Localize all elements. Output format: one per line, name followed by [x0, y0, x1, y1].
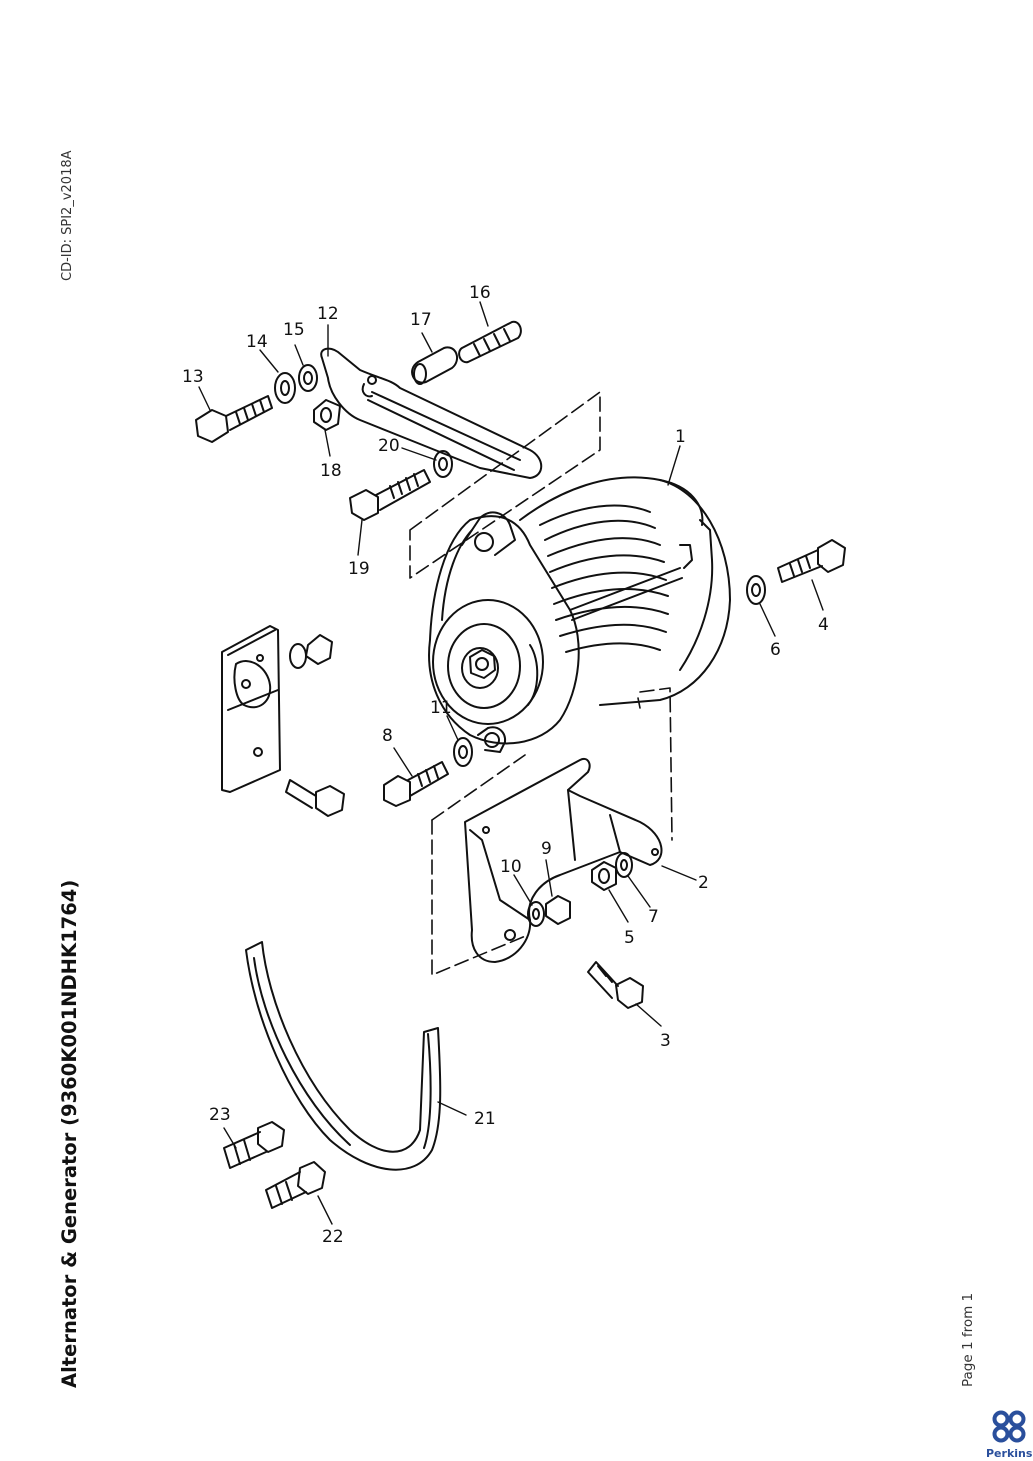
bolt-left-plate [285, 779, 345, 817]
callout-22: 22 [322, 1227, 344, 1247]
stud-16 [458, 320, 522, 364]
callout-10: 10 [500, 857, 522, 877]
spacer-17 [411, 346, 459, 385]
bolt-3 [587, 961, 644, 1009]
washer-11 [453, 737, 473, 767]
callout-14: 14 [246, 332, 268, 352]
callout-7: 7 [648, 907, 659, 927]
washer-14 [274, 372, 296, 404]
adjusting-strap [320, 347, 543, 479]
callout-8: 8 [382, 726, 393, 746]
nut-18 [313, 399, 341, 431]
brand-name: Perkins [986, 1447, 1033, 1460]
callout-1: 1 [675, 427, 686, 447]
callout-11: 11 [430, 698, 452, 718]
alternator-body [428, 476, 731, 753]
callout-5: 5 [624, 928, 635, 948]
washer-10 [527, 901, 545, 927]
side-plate [221, 625, 281, 793]
washer-15 [298, 364, 318, 392]
washer-7 [615, 852, 633, 878]
callout-21: 21 [474, 1109, 496, 1129]
callout-16: 16 [469, 283, 491, 303]
callout-19: 19 [348, 559, 370, 579]
callout-9: 9 [541, 839, 552, 859]
bolt-19 [349, 469, 431, 521]
callout-2: 2 [698, 873, 709, 893]
callout-15: 15 [283, 320, 305, 340]
callout-6: 6 [770, 640, 781, 660]
callout-17: 17 [410, 310, 432, 330]
bolt-8 [383, 761, 449, 807]
callout-3: 3 [660, 1031, 671, 1051]
callout-4: 4 [818, 615, 829, 635]
bolt-4 [777, 539, 846, 583]
nut-5 [591, 861, 617, 891]
callout-23: 23 [209, 1105, 231, 1125]
perkins-logo-icon [992, 1410, 1026, 1443]
callout-18: 18 [320, 461, 342, 481]
nut-plate [289, 634, 333, 669]
bolt-13 [195, 395, 273, 443]
washer-6 [746, 575, 766, 605]
nut-9 [545, 895, 571, 925]
callout-13: 13 [182, 367, 204, 387]
v-belt [245, 941, 442, 1171]
callout-labels: 1 2 3 4 5 6 7 8 9 10 11 12 13 14 15 16 1… [182, 283, 829, 1247]
mounting-bracket [464, 758, 663, 963]
bolt-23 [223, 1121, 285, 1169]
callout-12: 12 [317, 304, 339, 324]
bolt-22 [265, 1161, 326, 1209]
grouping-dashes [409, 391, 673, 976]
callout-20: 20 [378, 436, 400, 456]
leader-lines [198, 301, 824, 1225]
washer-20 [433, 450, 453, 478]
